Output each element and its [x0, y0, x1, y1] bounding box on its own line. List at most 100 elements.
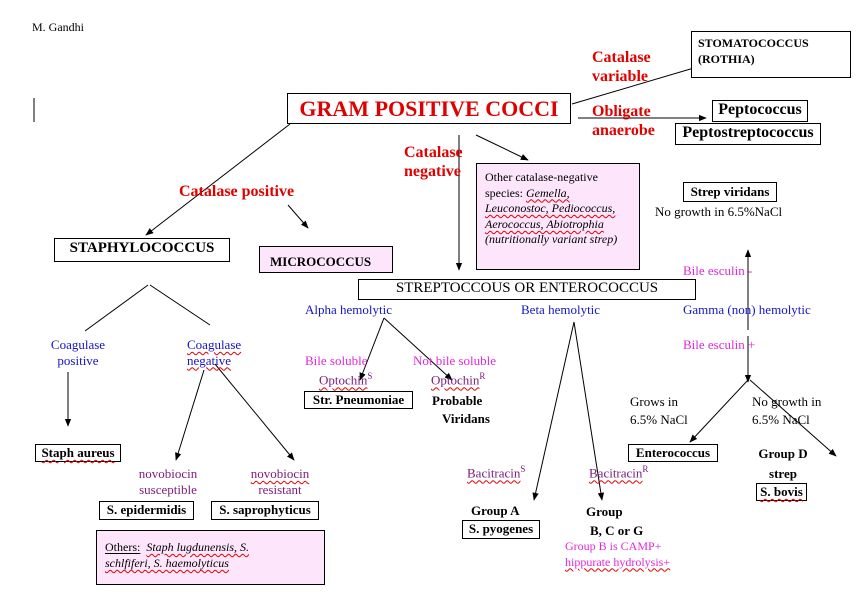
bacitracin-sup-r: R	[642, 464, 649, 474]
s-saprophyticus-label: S. saprophyticus	[219, 502, 311, 517]
obligate-anaerobe-line2: anaerobe	[592, 122, 655, 140]
hippurate-text: hippurate hydrolysis+	[565, 554, 671, 569]
branch-alpha-left	[359, 317, 385, 381]
gamma-hemolytic-label: Gamma (non) hemolytic	[683, 302, 811, 317]
s-bovis-label: S. bovis	[760, 484, 803, 499]
catalase-positive-label: Catalase positive	[179, 183, 295, 200]
peptostreptococcus-box: Peptostreptococcus	[675, 123, 821, 145]
page-title: GRAM POSITIVE COCCI	[299, 96, 559, 121]
others-line2: schlfiferi, S. haemolyticus	[105, 556, 229, 571]
bacitracin-s-label: BacitracinS	[467, 464, 525, 481]
bacitracin-r-label: BacitracinR	[589, 464, 648, 481]
group-b-camp-text: Group B is CAMP+	[565, 539, 662, 553]
staph-aureus-box: Staph aureus	[35, 444, 121, 462]
group-bcg-label: Group B, C or G	[586, 503, 643, 541]
arrow-to-group-d	[749, 379, 837, 457]
micrococcus-label: MICROCOCCUS	[270, 254, 372, 269]
coagulase-positive-line1: Coagulase	[50, 337, 106, 352]
branch-staph-right	[149, 284, 211, 326]
grows-nacl-label: Grows in 6.5% NaCl	[630, 393, 688, 428]
str-pneumoniae-label: Str. Pneumoniae	[312, 392, 405, 407]
group-bcg-line2: B, C or G	[590, 522, 644, 538]
other-species-line2: species: Gemella,	[485, 186, 631, 202]
group-d-line2: strep	[769, 465, 797, 481]
other-species-box: Other catalase-negative species: Gemella…	[476, 163, 640, 270]
probable-viridans-line2: Viridans	[442, 410, 490, 426]
bile-soluble-label: Bile soluble	[305, 353, 368, 368]
arrow-title-to-stomato	[571, 63, 705, 105]
coagulase-negative-line2: negative	[187, 352, 232, 368]
title-box: GRAM POSITIVE COCCI	[287, 93, 571, 124]
group-b-camp-note: Group B is CAMP+ hippurate hydrolysis+	[565, 539, 670, 570]
novobiocin-susceptible-label: novobiocin susceptible	[128, 466, 208, 497]
grows-nacl-line1: Grows in	[630, 394, 679, 409]
group-d-line1: Group D	[758, 446, 808, 461]
stomatococcus-line1: STOMATOCOCCUS	[698, 36, 809, 50]
s-epidermidis-box: S. epidermidis	[99, 501, 194, 520]
novobiocin-resistant-label: novobiocin resistant	[240, 466, 320, 497]
catalase-variable-line1: Catalase	[592, 49, 651, 66]
s-pyogenes-label: S. pyogenes	[468, 521, 534, 536]
strep-viridans-label: Strep viridans	[690, 184, 770, 199]
bacitracin-text-s: Bacitracin	[467, 465, 521, 481]
peptococcus-box: Peptococcus	[712, 100, 808, 122]
optochin-s-label: OptochinS	[319, 371, 372, 388]
enterococcus-box: Enterococcus	[628, 444, 718, 462]
str-pneumoniae-box: Str. Pneumoniae	[304, 391, 413, 409]
arrow-to-saprophyticus	[214, 363, 295, 461]
staphylococcus-box: STAPHYLOCOCCUS	[54, 238, 230, 262]
optochin-text-r: Optochin	[431, 372, 480, 388]
not-bile-soluble-label: Not bile soluble	[413, 353, 497, 368]
branch-alpha-right	[383, 317, 453, 381]
s-bovis-box: S. bovis	[756, 483, 807, 501]
species-line-leuconostoc: Leuconostoc, Pediococcus,	[485, 201, 616, 216]
obligate-anaerobe-label: Obligate anaerobe	[592, 102, 655, 140]
beta-hemolytic-label: Beta hemolytic	[521, 302, 601, 317]
s-saprophyticus-box: S. saprophyticus	[211, 501, 319, 520]
probable-viridans-line1: Probable	[432, 393, 483, 408]
arrow-title-to-other	[475, 134, 529, 161]
others-line1: Staph lugdunensis, S.	[146, 540, 249, 554]
group-bcg-line1: Group	[586, 504, 623, 519]
streptococcus-box: STREPTOCCOUS OR ENTEROCOCCUS	[358, 279, 696, 300]
bile-esculin-neg-text: Bile esculin -	[683, 263, 753, 278]
peptostreptococcus-label: Peptostreptococcus	[682, 124, 814, 141]
species-label: species:	[485, 185, 523, 200]
arrow-title-to-staph	[145, 123, 291, 236]
bacitracin-text-r: Bacitracin	[589, 465, 643, 481]
optochin-text-s: Optochin	[319, 372, 368, 388]
others-label: Others:	[105, 540, 141, 554]
arrow-to-micrococcus	[287, 204, 309, 229]
staph-aureus-label: Staph aureus	[41, 445, 115, 460]
optochin-sup-s: S	[367, 371, 373, 381]
optochin-r-label: OptochinR	[431, 371, 485, 388]
novobiocin-resistant-line2: resistant	[258, 481, 302, 497]
s-epidermidis-label: S. epidermidis	[106, 502, 187, 517]
species-gemella: Gemella,	[526, 185, 570, 200]
arrow-beta-to-groupbcg	[573, 321, 605, 501]
coagulase-negative-line1: Coagulase	[187, 337, 242, 352]
arrow-to-enterococcus	[689, 379, 749, 443]
novobiocin-resistant-line1: novobiocin	[250, 466, 310, 481]
no-growth-nacl2-line1: No growth in	[752, 394, 822, 409]
micrococcus-box: MICROCOCCUS	[259, 246, 393, 273]
branch-staph-left	[84, 284, 149, 332]
group-d-label: Group D strep	[744, 444, 822, 483]
coagulase-positive-label: Coagulase positive	[42, 337, 114, 368]
bile-esculin-pos-text: Bile esculin +	[683, 337, 756, 352]
coagulase-negative-label: Coagulase negative	[187, 337, 241, 368]
arrow-to-epidermidis	[175, 369, 205, 461]
species-line-aerococcus: Aerococcus, Abiotrophia	[485, 216, 604, 231]
catalase-variable-label: Catalase variable	[592, 48, 651, 86]
grows-nacl-line2: 6.5% NaCl	[630, 411, 688, 427]
no-growth-nacl2-label: No growth in 6.5% NaCl	[752, 393, 821, 428]
catalase-negative-label: Catalase negative	[404, 143, 463, 181]
novobiocin-susceptible-line1: novobiocin	[138, 466, 198, 481]
enterococcus-label: Enterococcus	[635, 445, 711, 460]
stomatococcus-line2: (ROTHIA)	[698, 51, 755, 66]
catalase-negative-line1: Catalase	[404, 144, 463, 161]
species-line-nvs: (nutritionally variant strep)	[485, 232, 618, 247]
author-name: M. Gandhi	[32, 20, 84, 34]
no-growth-nacl-text: No growth in 6.5%NaCl	[655, 204, 783, 219]
